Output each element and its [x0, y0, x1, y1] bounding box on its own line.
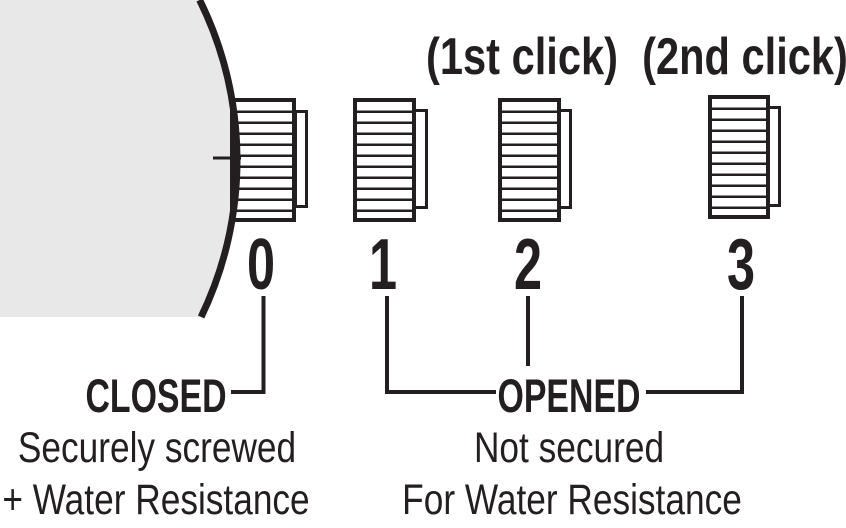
position-number-3: 3: [726, 225, 756, 305]
closed-label: CLOSED: [85, 369, 227, 422]
opened-connector-left: [385, 296, 496, 394]
label-second-click: (2nd click): [642, 28, 846, 86]
position-number-1: 1: [368, 225, 398, 305]
crown-body-0: [230, 98, 296, 222]
opened-connector-right: [646, 296, 744, 394]
closed-connector-line: [231, 296, 266, 394]
position-number-0: 0: [246, 225, 276, 305]
watch-case: [0, 0, 238, 317]
position-number-2: 2: [513, 225, 543, 305]
crown-body-2: [498, 98, 561, 222]
opened-description-line-2: For Water Resistance: [402, 476, 742, 524]
closed-description-line-1: Securely screwed: [17, 424, 297, 472]
crown-body-3: [708, 95, 770, 219]
closed-description-line-2: + Water Resistance: [2, 476, 310, 524]
opened-description-line-1: Not secured: [473, 424, 665, 472]
crown-stem-0: [294, 110, 308, 208]
label-first-click: (1st click): [426, 28, 618, 86]
crown-body-1: [353, 98, 416, 222]
opened-label: OPENED: [497, 369, 641, 422]
